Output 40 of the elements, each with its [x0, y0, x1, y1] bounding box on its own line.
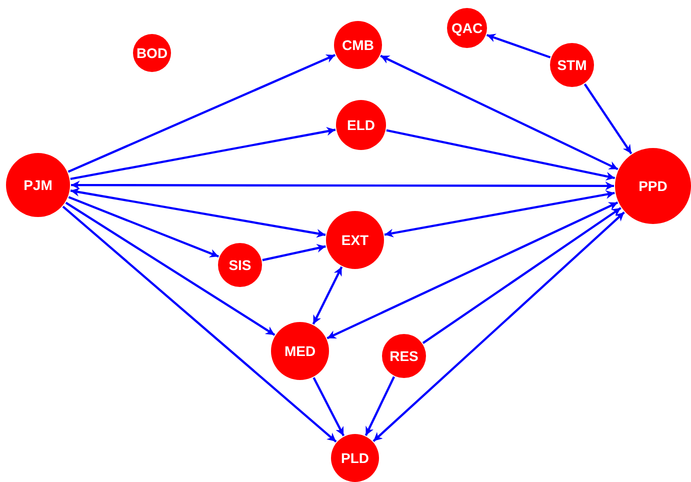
- arrow: [584, 84, 632, 154]
- node-circle: [133, 34, 171, 72]
- node-circle: [550, 43, 594, 87]
- node-label: BOD: [136, 45, 168, 61]
- arrow: [70, 188, 326, 238]
- arrow: [486, 34, 551, 58]
- arrow: [364, 376, 396, 436]
- node-circle: [271, 322, 329, 380]
- node-circle: [218, 243, 262, 287]
- arrow: [386, 129, 616, 181]
- arrow: [71, 180, 614, 190]
- arrow: [68, 196, 220, 258]
- node-circle: [331, 434, 379, 482]
- node-label: PJM: [24, 177, 52, 193]
- node-circle: [382, 334, 426, 378]
- arrow: [372, 211, 625, 442]
- arrow: [62, 206, 337, 443]
- node-label: EXT: [341, 232, 369, 248]
- node-circle: [334, 21, 382, 69]
- node-label: STM: [557, 57, 587, 73]
- arrow: [312, 377, 345, 436]
- node-label: ELD: [347, 117, 375, 133]
- node-circle: [615, 148, 691, 224]
- arrow: [65, 202, 276, 336]
- arrow: [312, 266, 343, 325]
- node-label: PPD: [638, 178, 668, 194]
- arrow: [262, 244, 326, 262]
- node-label: PLD: [341, 450, 369, 466]
- node-circle: [447, 8, 487, 48]
- node-circle: [336, 100, 386, 150]
- node-label: QAC: [451, 20, 483, 36]
- arrow: [384, 190, 615, 238]
- arrow: [422, 207, 622, 344]
- arrow: [68, 54, 336, 173]
- arrow: [70, 127, 336, 180]
- node-label: RES: [390, 348, 418, 364]
- arrow: [380, 54, 618, 170]
- node-label: CMB: [342, 37, 374, 53]
- node-label: MED: [284, 343, 316, 359]
- node-label: SIS: [228, 257, 252, 273]
